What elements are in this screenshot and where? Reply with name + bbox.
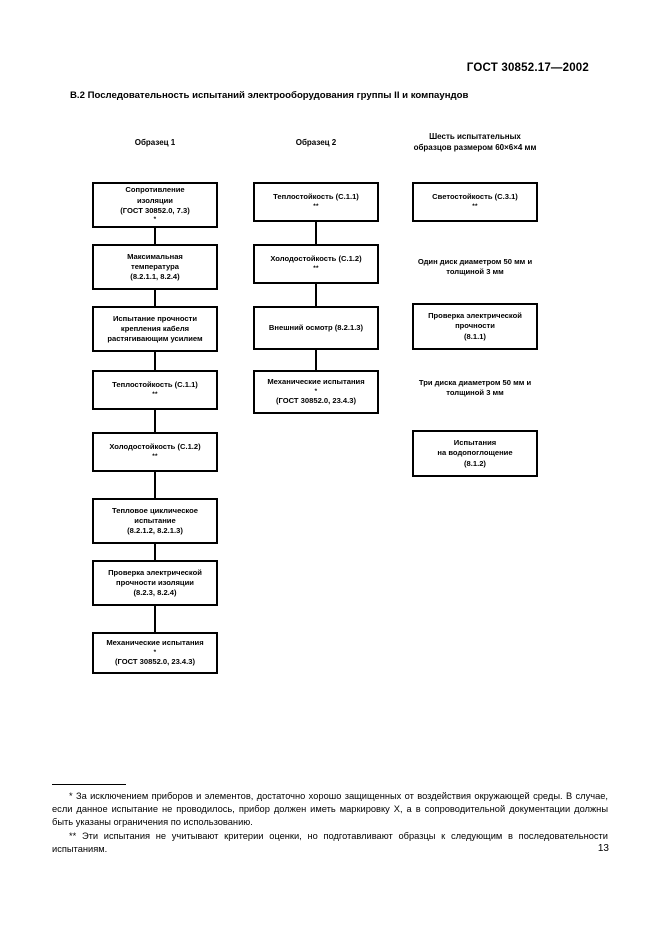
connector-line [154, 352, 157, 370]
column-header-line-2: образцов размером [413, 142, 493, 152]
node-line-1: Теплостойкость (С.1.1)** [273, 192, 359, 210]
connector-line [154, 228, 157, 244]
flow-node-visual-inspection: Внешний осмотр (8.2.1.3) [253, 306, 379, 350]
node-line-3: (ГОСТ 30852.0, 7.3)* [120, 205, 190, 224]
column-header-line-1: Шесть испытательных [429, 132, 521, 141]
flow-node-dielectric-strength-check: Проверка электрической прочности изоляци… [92, 560, 218, 606]
column-header-sample-1: Образец 1 [134, 138, 176, 147]
footnote-double-asterisk: ** Эти испытания не учитывают критерии о… [52, 830, 608, 854]
node-line-3: (8.2.1.1, 8.2.4) [130, 272, 180, 282]
node-line-1: Холодостойкость (С.1.2)** [109, 442, 201, 460]
footnote-single-asterisk: * За исключением приборов и элементов, д… [52, 791, 608, 828]
note-line-1: Три диска [418, 378, 457, 387]
footnotes-block: * За исключением приборов и элементов, д… [52, 790, 608, 856]
connector-line [315, 222, 318, 244]
specimen-note-one-disc: Один диск диаметром 50 мм и толщиной 3 м… [412, 257, 538, 278]
test-sequence-flowchart: Образец 1 Образец 2 Шесть испытательных … [92, 132, 538, 674]
flow-node-maximum-temperature: Максимальная температура (8.2.1.1, 8.2.4… [92, 244, 218, 290]
connector-line [154, 410, 157, 432]
footnote-marker: ** [472, 202, 478, 210]
page-number: 13 [597, 843, 609, 854]
node-line-1: Максимальная [127, 251, 183, 261]
node-line-3: (8.1.2) [464, 458, 486, 468]
document-header-standard-number: ГОСТ 30852.17—2002 [466, 62, 589, 74]
flow-node-heat-resistance-2: Теплостойкость (С.1.1)** [253, 182, 379, 222]
note-line-3: и толщиной 3 мм [446, 257, 533, 277]
flow-node-heat-resistance-1: Теплостойкость (С.1.1)** [92, 370, 218, 410]
section-title: В.2 Последовательность испытаний электро… [70, 90, 469, 101]
node-line-2: (ГОСТ 30852.0, 23.4.3) [276, 396, 356, 406]
node-line-3: (8.2.3, 8.2.4) [133, 588, 177, 598]
footnote-marker: ** [313, 202, 319, 210]
column-header-line-3: 60×6×4 мм [495, 142, 537, 152]
flow-node-light-resistance: Светостойкость (С.3.1)** [412, 182, 538, 222]
footnote-marker: ** [313, 264, 319, 272]
node-line-2: (ГОСТ 30852.0, 23.4.3) [115, 657, 195, 667]
node-line-1: Проверка электрической [428, 311, 522, 321]
node-line-3: (8.1.1) [464, 331, 486, 341]
node-line-3: растягивающим усилием [107, 334, 203, 344]
node-line-1: Проверка электрической [108, 567, 202, 577]
node-line-1: Сопротивление [125, 185, 185, 195]
node-line-1: Испытания [453, 438, 497, 448]
column-header-six-specimens: Шесть испытательных образцов размером 60… [412, 132, 538, 153]
node-line-2: испытание [134, 515, 176, 525]
footnote-marker: * [314, 387, 318, 395]
flow-node-thermal-cycling-test: Тепловое циклическое испытание (8.2.1.2,… [92, 498, 218, 544]
connector-line [315, 350, 318, 370]
connector-line [154, 606, 157, 632]
flow-node-mechanical-tests-1: Механические испытания* (ГОСТ 30852.0, 2… [92, 632, 218, 674]
connector-line [154, 472, 157, 498]
footnote-marker: * [153, 648, 157, 656]
node-line-1: Испытание прочности [112, 313, 198, 323]
node-line-2: изоляции [137, 195, 173, 205]
connector-line [315, 284, 318, 306]
note-line-3: и толщиной 3 мм [446, 378, 532, 398]
flow-node-cold-resistance-1: Холодостойкость (С.1.2)** [92, 432, 218, 472]
footnote-marker: ** [152, 390, 158, 398]
flow-node-cable-clamping-strength: Испытание прочности крепления кабеля рас… [92, 306, 218, 352]
note-line-2: диаметром 50 мм [459, 257, 526, 266]
note-line-1: Один диск [417, 257, 458, 266]
node-line-2: крепления кабеля [120, 323, 190, 333]
node-line-1: Теплостойкость (С.1.1)** [112, 380, 198, 398]
specimen-note-three-discs: Три диска диаметром 50 мм и толщиной 3 м… [412, 378, 538, 399]
node-line-1: Механические испытания* [267, 377, 365, 395]
node-line-2: на водопоглощение [437, 448, 513, 458]
footnote-marker: * [153, 216, 157, 224]
connector-line [154, 290, 157, 306]
node-line-2: температура [130, 261, 180, 271]
note-line-2: диаметром 50 мм [458, 378, 525, 387]
column-header-sample-2: Образец 2 [295, 138, 337, 147]
footnote-separator-rule [52, 784, 126, 786]
footnote-marker: ** [152, 452, 158, 460]
flow-node-insulation-resistance: Сопротивление изоляции (ГОСТ 30852.0, 7.… [92, 182, 218, 228]
node-line-1: Тепловое циклическое [111, 505, 198, 515]
node-line-2: прочности [455, 321, 495, 331]
connector-line [154, 544, 157, 560]
flow-node-water-absorption-test: Испытания на водопоглощение (8.1.2) [412, 430, 538, 477]
node-line-3: (8.2.1.2, 8.2.1.3) [127, 526, 183, 536]
node-line-1: Внешний осмотр (8.2.1.3) [268, 322, 364, 332]
node-line-1: Холодостойкость (С.1.2)** [270, 254, 362, 272]
flow-node-mechanical-tests-2: Механические испытания* (ГОСТ 30852.0, 2… [253, 370, 379, 414]
node-line-1: Механические испытания* [106, 638, 204, 656]
node-line-2: прочности изоляции [116, 577, 194, 587]
flow-node-dielectric-strength-test: Проверка электрической прочности (8.1.1) [412, 303, 538, 350]
flow-node-cold-resistance-2: Холодостойкость (С.1.2)** [253, 244, 379, 284]
node-line-1: Светостойкость (С.3.1)** [432, 192, 518, 210]
